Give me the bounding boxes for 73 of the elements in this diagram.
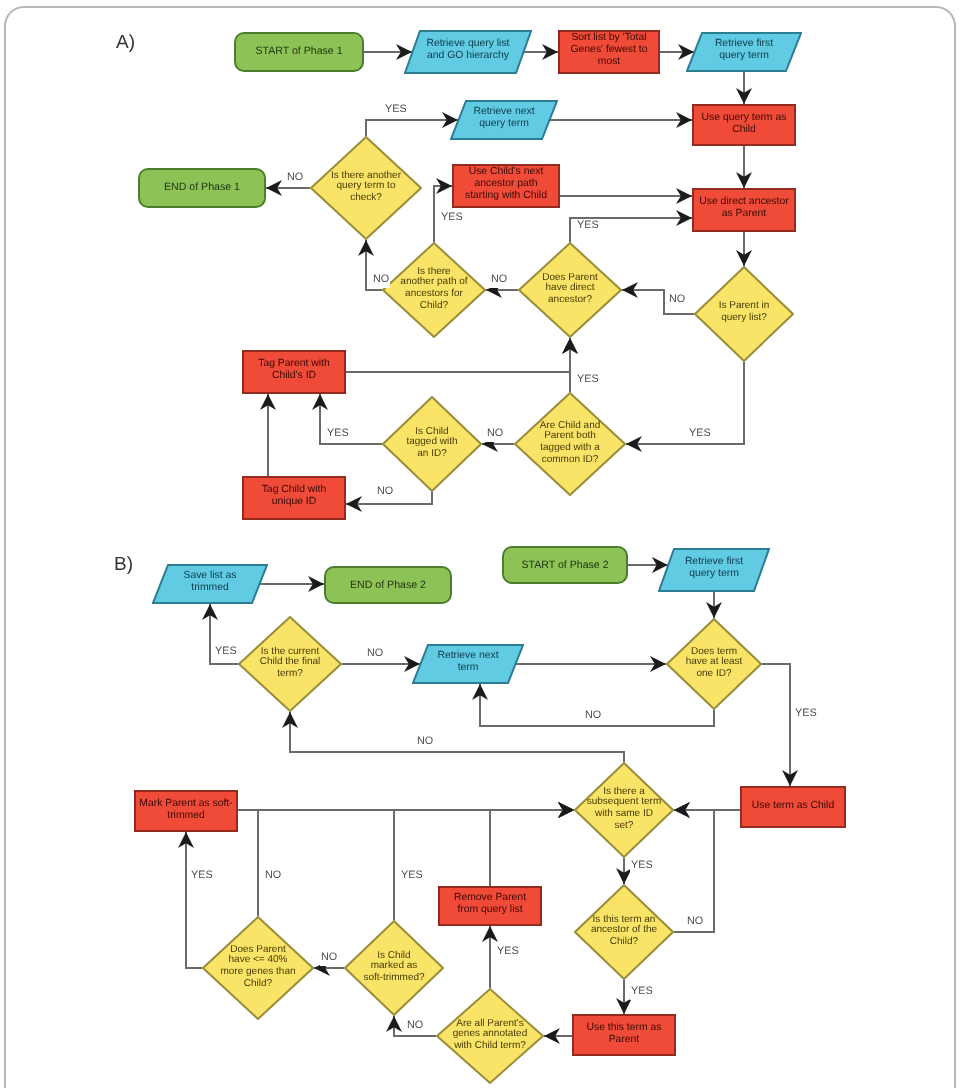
flow-arrow xyxy=(257,802,575,917)
process-box xyxy=(242,476,346,520)
process-box xyxy=(572,1014,676,1056)
flow-arrow xyxy=(616,857,632,885)
flow-arrow xyxy=(341,656,421,672)
decision-diamond xyxy=(574,762,674,858)
flow-arrow xyxy=(761,663,798,787)
flow-arrow xyxy=(736,145,752,189)
terminal-box xyxy=(234,32,364,72)
data-parallelogram xyxy=(450,100,558,140)
data-parallelogram xyxy=(658,548,770,592)
process-box xyxy=(242,350,346,394)
flow-arrow xyxy=(386,1015,437,1037)
flow-arrow xyxy=(345,337,578,373)
process-box xyxy=(452,164,560,208)
flow-arrow xyxy=(178,831,203,969)
flow-arrow xyxy=(559,188,693,204)
decision-diamond xyxy=(514,392,626,496)
decision-diamond xyxy=(436,988,544,1084)
flow-arrow xyxy=(365,112,459,137)
decision-diamond xyxy=(238,616,342,712)
decision-diamond xyxy=(666,618,762,710)
flow-arrow xyxy=(736,231,752,267)
flow-arrow xyxy=(523,44,559,60)
process-box xyxy=(438,886,542,926)
terminal-box xyxy=(324,566,452,604)
flow-arrow xyxy=(265,180,311,196)
flow-arrow xyxy=(282,711,625,763)
flow-arrow xyxy=(621,282,695,315)
process-box xyxy=(740,786,846,828)
flow-arrow xyxy=(706,591,722,619)
data-parallelogram xyxy=(686,32,802,72)
terminal-box xyxy=(138,168,266,208)
decision-diamond xyxy=(310,136,422,240)
data-parallelogram xyxy=(404,30,532,74)
flow-arrow xyxy=(543,1028,573,1044)
flow-arrow xyxy=(673,802,715,933)
flow-arrow xyxy=(659,44,695,60)
flow-arrow xyxy=(313,960,345,976)
terminal-box xyxy=(502,546,628,584)
flow-arrow xyxy=(472,683,715,727)
flow-arrow xyxy=(481,436,515,452)
flow-arrow xyxy=(202,603,239,665)
flow-arrow xyxy=(358,239,383,291)
flow-arrow xyxy=(616,979,632,1015)
flow-arrow xyxy=(549,112,693,128)
decision-diamond xyxy=(518,242,622,338)
decision-diamond xyxy=(694,266,794,362)
process-box xyxy=(692,188,796,232)
flow-arrow xyxy=(515,656,667,672)
decision-diamond xyxy=(202,916,314,1020)
flow-arrow xyxy=(625,361,745,452)
flow-arrow xyxy=(433,178,453,243)
flow-arrow xyxy=(363,44,413,60)
flow-arrow xyxy=(260,393,276,477)
process-box xyxy=(558,30,660,74)
flow-arrow xyxy=(485,282,519,298)
flow-arrow xyxy=(627,557,669,573)
flow-arrow xyxy=(736,71,752,105)
flow-arrow xyxy=(259,576,325,592)
data-parallelogram xyxy=(412,644,524,684)
decision-diamond xyxy=(382,396,482,492)
flow-arrow xyxy=(345,491,433,512)
process-box xyxy=(692,104,796,146)
process-box xyxy=(134,790,238,832)
flow-arrow xyxy=(482,925,498,989)
decision-diamond xyxy=(344,920,444,1016)
flow-arrow xyxy=(569,210,693,243)
decision-diamond xyxy=(574,884,674,980)
data-parallelogram xyxy=(152,564,268,604)
panel-label: B) xyxy=(114,556,133,577)
panel-label: A) xyxy=(116,34,135,55)
flow-arrow xyxy=(312,393,383,445)
